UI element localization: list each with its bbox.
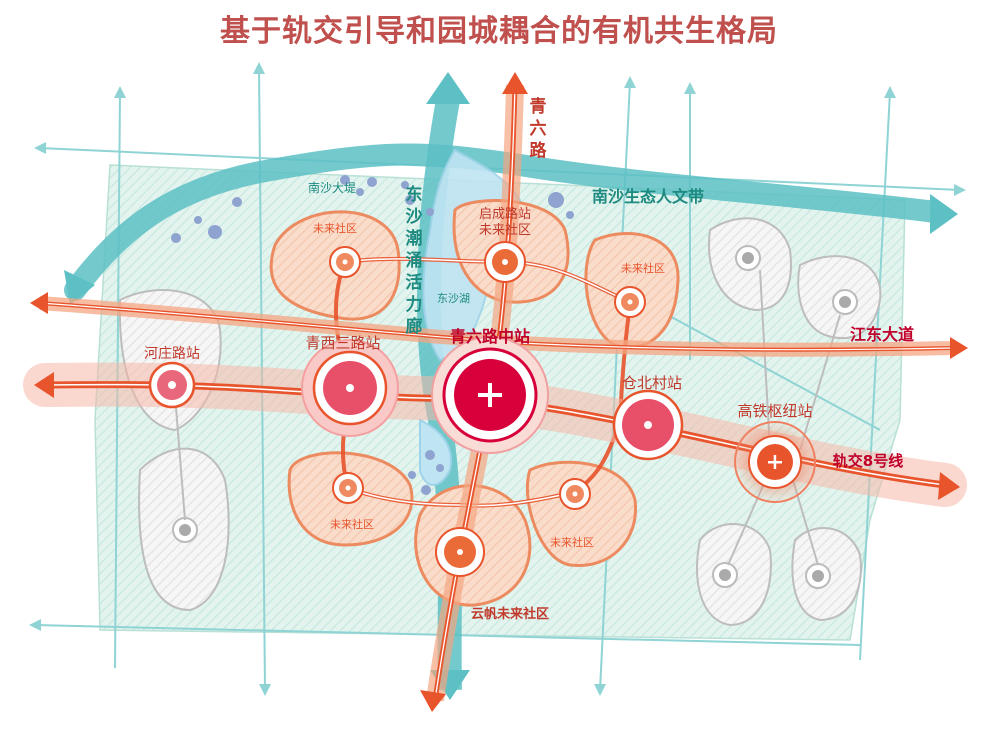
dongsha-arrow-top bbox=[426, 72, 470, 104]
station-qingliu-center bbox=[431, 336, 549, 454]
label-community-yunfan: 云帆未来社区 bbox=[471, 606, 549, 622]
qingliu-arrow-south bbox=[420, 690, 446, 712]
grid-arrowheads bbox=[29, 62, 966, 696]
line8-arrow-west bbox=[34, 372, 54, 398]
label-qingliu-center: 青六路中站 bbox=[450, 327, 530, 346]
label-gaotie-station: 高铁枢纽站 bbox=[737, 402, 812, 420]
nansha-belt-arrowhead bbox=[930, 194, 958, 234]
jiangdong-avenue-center bbox=[39, 302, 956, 351]
dongsha-char-3: 潮 bbox=[406, 228, 423, 249]
dongsha-char-5: 活 bbox=[406, 272, 423, 293]
tree-dots bbox=[171, 175, 574, 495]
dongsha-char-1: 东 bbox=[406, 184, 423, 205]
line8-arrow-east bbox=[938, 472, 960, 500]
dongsha-char-7: 廊 bbox=[406, 316, 423, 337]
label-jiangdong-avenue: 江东大道 bbox=[850, 325, 914, 344]
community-nodes bbox=[329, 241, 646, 577]
label-nansha-dike: 南沙大堤 bbox=[308, 180, 356, 195]
label-dongsha-lake: 东沙湖 bbox=[437, 292, 470, 305]
west-belt-arrowhead bbox=[64, 270, 95, 305]
label-community-ne: 未来社区 bbox=[621, 261, 665, 275]
dongsha-char-2: 沙 bbox=[406, 207, 423, 227]
label-cangbei-station: 仓北村站 bbox=[622, 374, 682, 392]
dongsha-char-4: 涌 bbox=[406, 251, 423, 271]
qingliu-arrow-north bbox=[502, 72, 528, 94]
community-se bbox=[525, 460, 638, 568]
jiangdong-arrow-east bbox=[950, 337, 968, 359]
label-hezhuang-station: 河庄路站 bbox=[144, 345, 200, 362]
label-dongsha-corridor: 东 沙 潮 涌 活 力 廊 bbox=[406, 184, 423, 337]
label-nansha-belt: 南沙生态人文带 bbox=[592, 187, 704, 206]
diagram-title: 基于轨交引导和园城耦合的有机共生格局 bbox=[220, 14, 778, 49]
label-qingxi3-station: 青西三路站 bbox=[305, 334, 380, 352]
label-line8: 轨交8号线 bbox=[833, 452, 903, 470]
label-qingliu-road-2: 六 bbox=[530, 118, 547, 139]
label-qicheng-community: 未来社区 bbox=[479, 222, 531, 238]
label-community-se: 未来社区 bbox=[550, 535, 594, 549]
label-qingliu-road-3: 路 bbox=[530, 140, 548, 161]
station-qingxi3 bbox=[301, 339, 399, 437]
label-qicheng-station: 启成路站 bbox=[479, 206, 531, 222]
label-community-sw: 未来社区 bbox=[330, 517, 374, 531]
label-qingliu-road-1: 青 bbox=[530, 96, 547, 117]
dongsha-char-6: 力 bbox=[406, 294, 423, 315]
station-hezhuang bbox=[148, 361, 196, 409]
jiangdong-arrow-west bbox=[30, 292, 48, 314]
label-community-nw: 未来社区 bbox=[313, 221, 357, 235]
station-cangbei bbox=[612, 389, 684, 461]
station-gaotie bbox=[734, 421, 816, 503]
